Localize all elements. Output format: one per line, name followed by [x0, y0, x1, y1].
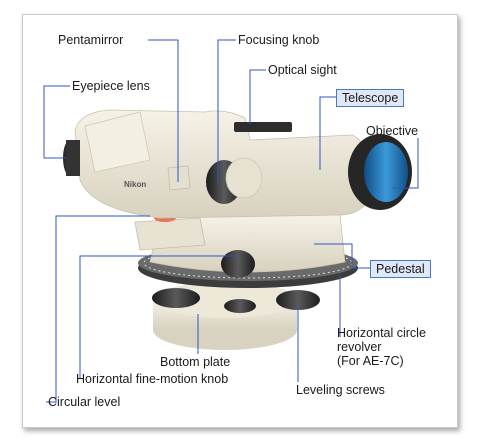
fine-motion-knob-shape — [221, 250, 255, 278]
optical-sight-shape — [234, 122, 292, 132]
leader-pentamirror — [148, 39, 179, 182]
label-horizontal-circle-revolver: Horizontal circle revolver (For AE-7C) — [337, 326, 426, 368]
label-horizontal-circle-revolver-line2: revolver — [337, 340, 382, 354]
leader-eyepiece — [43, 85, 70, 159]
label-pedestal: Pedestal — [370, 260, 431, 278]
leader-circular-level — [46, 215, 150, 403]
label-leveling-screws: Leveling screws — [296, 383, 385, 397]
leader-focusing-knob — [217, 39, 236, 184]
eyepiece-barrel — [66, 140, 80, 176]
label-pentamirror: Pentamirror — [58, 33, 124, 47]
label-optical-sight: Optical sight — [268, 63, 337, 77]
label-horizontal-circle-revolver-line3: (For AE-7C) — [337, 354, 404, 368]
leader-telescope — [319, 96, 336, 170]
leveling-screw-right — [276, 290, 320, 310]
leader-lines — [43, 39, 419, 403]
pentamirror-housing — [84, 111, 151, 173]
label-telescope: Telescope — [336, 89, 405, 107]
label-focusing-knob: Focusing knob — [238, 33, 320, 47]
focusing-knob-rim — [225, 157, 263, 199]
brand-mark: Nikon — [124, 180, 146, 189]
leader-optical-sight — [249, 69, 266, 124]
label-circular-level: Circular level — [48, 395, 121, 409]
leveling-screw-left — [152, 288, 200, 308]
label-objective: Objective — [366, 124, 419, 138]
pentamirror-tab — [167, 165, 191, 191]
leader-fine-motion — [79, 255, 236, 378]
objective-lens — [364, 142, 408, 202]
label-bottom-plate: Bottom plate — [160, 355, 231, 369]
label-horizontal-fine-motion-knob: Horizontal fine-motion knob — [76, 372, 229, 386]
label-eyepiece-lens: Eyepiece lens — [72, 79, 150, 93]
leveling-screw-center — [224, 299, 256, 313]
label-horizontal-circle-revolver-line1: Horizontal circle — [337, 326, 426, 340]
leader-pedestal — [314, 243, 370, 269]
leader-objective — [392, 138, 419, 189]
circular-level-housing — [134, 217, 206, 251]
